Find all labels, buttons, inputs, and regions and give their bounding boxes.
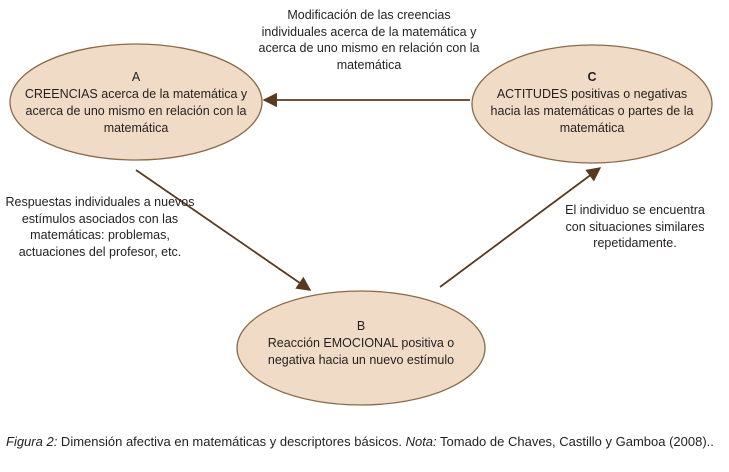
node-a-ellipse — [9, 43, 263, 161]
node-c-letter: C — [587, 70, 597, 84]
node-b-text: Reacción EMOCIONAL positiva o negativa h… — [267, 336, 455, 367]
caption-figure-label: Figura 2: — [6, 434, 58, 449]
node-c-ellipse — [471, 44, 713, 164]
node-b-letter: B — [356, 319, 366, 333]
caption-note-label: Nota: — [405, 434, 437, 449]
edge-label-b-to-c: El individuo se encuentra con situacione… — [565, 203, 705, 250]
caption-text: Dimensión afectiva en matemáticas y desc… — [57, 434, 406, 449]
node-a-label: A CREENCIAS acerca de la matemática y ac… — [22, 69, 250, 137]
node-b-label: B Reacción EMOCIONAL positiva o negativa… — [262, 318, 460, 369]
arrow-b-to-c — [439, 167, 602, 288]
node-a-text: CREENCIAS acerca de la matemática y acer… — [24, 87, 248, 135]
caption-note: Tomado de Chaves, Castillo y Gamboa (200… — [436, 434, 714, 449]
edge-label-c-to-a: Modificación de las creencias individual… — [258, 8, 480, 72]
node-a-letter: A — [131, 70, 141, 84]
arrow-a-to-b — [135, 169, 312, 291]
node-b-ellipse — [236, 290, 486, 406]
node-c-label: C ACTITUDES positivas o negativas hacia … — [482, 69, 702, 137]
node-c-text: ACTITUDES positivas o negativas hacia la… — [490, 87, 694, 135]
figure-caption: Figura 2: Dimensión afectiva en matemáti… — [6, 432, 724, 451]
edge-label-a-to-b: Respuestas individuales a nuevos estímul… — [5, 195, 195, 259]
